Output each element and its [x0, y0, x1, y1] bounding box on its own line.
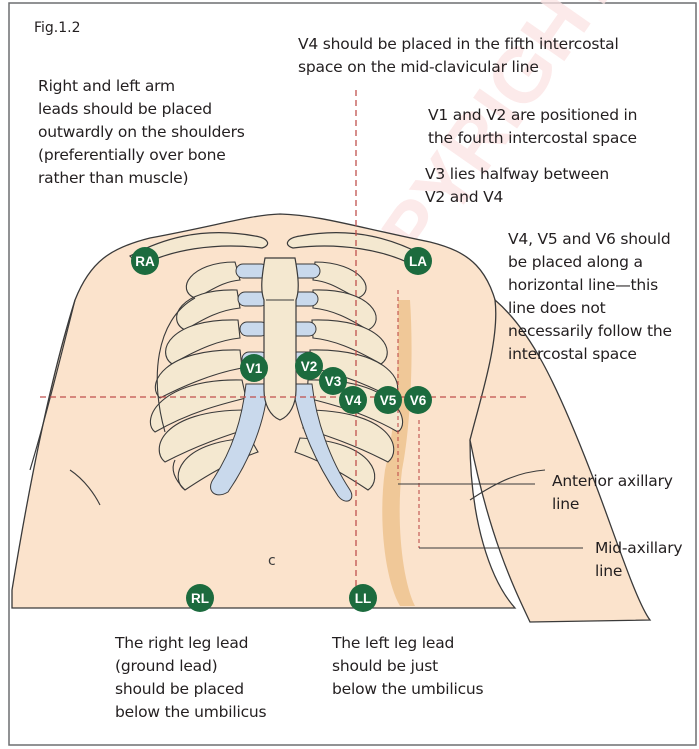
electrode-la: LA — [404, 247, 432, 275]
note-line: line does not — [508, 297, 672, 320]
note-mid-axillary: Mid-axillary line — [595, 537, 682, 583]
note-line: below the umbilicus — [332, 678, 483, 701]
note-line: be placed along a — [508, 251, 672, 274]
note-line: (ground lead) — [115, 655, 266, 678]
note-v4-placement: V4 should be placed in the fifth interco… — [298, 33, 619, 79]
electrode-rl-label: RL — [191, 591, 209, 606]
electrode-v3-label: V3 — [325, 374, 342, 389]
figure-label: Fig.1.2 — [34, 20, 81, 36]
note-line: leads should be placed — [38, 98, 245, 121]
note-line: rather than muscle) — [38, 167, 245, 190]
electrode-v5: V5 — [374, 386, 402, 414]
electrode-rl: RL — [186, 584, 214, 612]
electrode-ll: LL — [349, 584, 377, 612]
sternum — [262, 258, 298, 420]
note-line: V2 and V4 — [425, 186, 609, 209]
electrode-ll-label: LL — [355, 591, 372, 606]
note-line: the fourth intercostal space — [428, 127, 637, 150]
electrode-ra: RA — [131, 247, 159, 275]
electrode-v5-label: V5 — [380, 393, 397, 408]
note-line: below the umbilicus — [115, 701, 266, 724]
note-line: The right leg lead — [115, 632, 266, 655]
electrode-v1: V1 — [240, 354, 268, 382]
note-v3: V3 lies halfway between V2 and V4 — [425, 163, 609, 209]
note-arm-leads: Right and left arm leads should be place… — [38, 75, 245, 190]
note-line: intercostal space — [508, 343, 672, 366]
note-right-leg: The right leg lead (ground lead) should … — [115, 632, 266, 724]
note-line: necessarily follow the — [508, 320, 672, 343]
note-line: should be placed — [115, 678, 266, 701]
note-anterior-axillary: Anterior axillary line — [552, 470, 673, 516]
electrode-v4-label: V4 — [345, 393, 362, 408]
note-line: V4, V5 and V6 should — [508, 228, 672, 251]
note-line: The left leg lead — [332, 632, 483, 655]
note-line: V4 should be placed in the fifth interco… — [298, 33, 619, 56]
note-line: outwardly on the shoulders — [38, 121, 245, 144]
electrode-v4: V4 — [339, 386, 367, 414]
note-line: Mid-axillary — [595, 537, 682, 560]
note-line: Anterior axillary — [552, 470, 673, 493]
note-line: (preferentially over bone — [38, 144, 245, 167]
umbilicus-mark: c — [268, 553, 276, 569]
note-line: V1 and V2 are positioned in — [428, 104, 637, 127]
electrode-la-label: LA — [409, 254, 427, 269]
electrode-v6: V6 — [404, 386, 432, 414]
note-line: line — [552, 493, 673, 516]
note-line: line — [595, 560, 682, 583]
note-line: horizontal line—this — [508, 274, 672, 297]
electrode-v2-label: V2 — [301, 359, 318, 374]
electrode-v6-label: V6 — [410, 393, 427, 408]
note-left-leg: The left leg lead should be just below t… — [332, 632, 483, 701]
electrode-v1-label: V1 — [246, 361, 263, 376]
note-line: V3 lies halfway between — [425, 163, 609, 186]
note-line: space on the mid-clavicular line — [298, 56, 619, 79]
note-v4-v5-v6: V4, V5 and V6 should be placed along a h… — [508, 228, 672, 366]
note-v1-v2: V1 and V2 are positioned in the fourth i… — [428, 104, 637, 150]
electrode-ra-label: RA — [135, 254, 155, 269]
electrode-v2: V2 — [295, 352, 323, 380]
note-line: should be just — [332, 655, 483, 678]
note-line: Right and left arm — [38, 75, 245, 98]
